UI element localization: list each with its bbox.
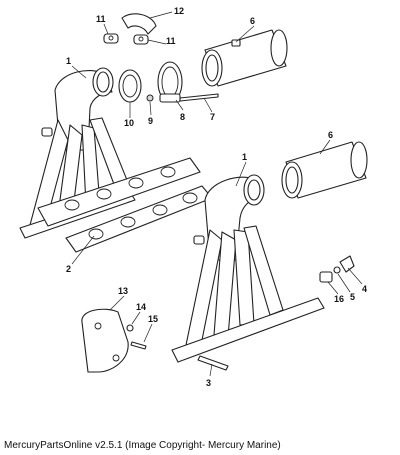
- v-band-clamp[interactable]: [157, 61, 183, 103]
- callout-labels: 1 1 2 3 4 5 6 6 7 8 9 10 11 11 12 13 14 …: [66, 6, 367, 388]
- callout-15: 15: [148, 314, 158, 324]
- callout-14: 14: [136, 302, 146, 312]
- fitting-washer[interactable]: [333, 266, 341, 274]
- callout-6-upper: 6: [250, 16, 255, 26]
- callout-5: 5: [350, 292, 355, 302]
- nut[interactable]: [146, 94, 154, 102]
- hose-elbow[interactable]: [121, 13, 157, 35]
- callout-1-upper: 1: [66, 56, 71, 66]
- callout-7: 7: [210, 112, 215, 122]
- fitting-elbow[interactable]: [339, 255, 355, 273]
- callout-1-lower: 1: [242, 152, 247, 162]
- leader-lines: [71, 11, 363, 377]
- callout-9: 9: [148, 116, 153, 126]
- plate-washer[interactable]: [126, 324, 134, 332]
- cover-plate[interactable]: [81, 308, 129, 373]
- callout-11-left: 11: [96, 14, 106, 24]
- callout-12: 12: [174, 6, 184, 16]
- manifold-gasket-upper[interactable]: [37, 157, 201, 227]
- mounting-bolt[interactable]: [197, 355, 229, 371]
- clamp-bolt[interactable]: [179, 93, 219, 102]
- callout-16: 16: [334, 294, 344, 304]
- callout-10: 10: [124, 118, 134, 128]
- exhaust-manifold-lower[interactable]: [171, 174, 325, 363]
- hose-clamp-left[interactable]: [103, 33, 119, 44]
- ring-gasket[interactable]: [118, 69, 142, 103]
- exploded-parts-diagram: 1 1 2 3 4 5 6 6 7 8 9 10 11 11 12 13 14 …: [19, 6, 368, 388]
- callout-11-right: 11: [166, 36, 176, 46]
- plate-screw[interactable]: [130, 341, 147, 350]
- fitting-plug[interactable]: [319, 271, 333, 283]
- callout-3: 3: [206, 378, 211, 388]
- callout-6-lower: 6: [328, 130, 333, 140]
- callout-4: 4: [362, 284, 367, 294]
- copyright-caption: MercuryPartsOnline v2.5.1 (Image Copyrig…: [4, 440, 281, 451]
- callout-8: 8: [180, 112, 185, 122]
- hose-clamp-right[interactable]: [133, 34, 149, 45]
- callout-13: 13: [118, 286, 128, 296]
- exhaust-tube-upper[interactable]: [201, 29, 288, 87]
- exhaust-tube-lower[interactable]: [281, 141, 368, 199]
- callout-2: 2: [66, 264, 71, 274]
